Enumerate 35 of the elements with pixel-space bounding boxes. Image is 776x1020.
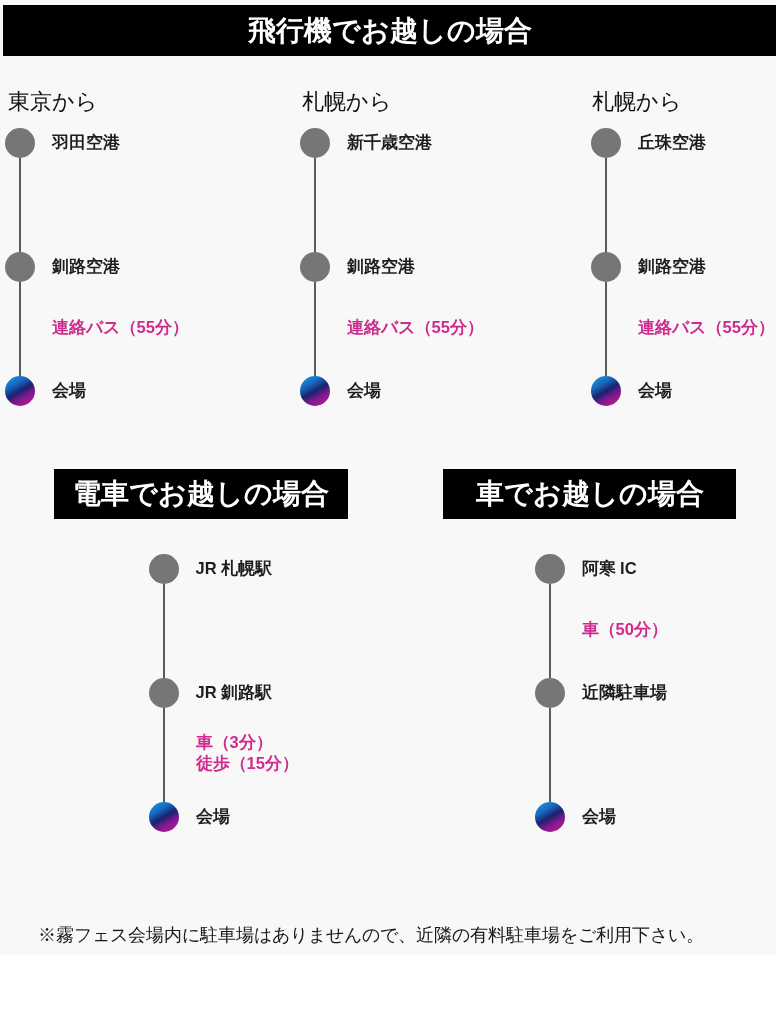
stop-name: 釧路空港 — [637, 257, 706, 277]
connector-line — [314, 281, 316, 377]
section-banner — [3, 5, 776, 56]
connector-line — [19, 281, 21, 377]
footnote: ※霧フェス会場内に駐車場はありませんので、近隣の有料駐車場をご利用下さい。 — [38, 924, 704, 946]
connector-line — [19, 157, 21, 253]
connector-line — [549, 707, 551, 803]
connector-line — [163, 583, 165, 679]
connector-line — [549, 583, 551, 679]
section-heading: 電車でお越しの場合 — [73, 477, 329, 511]
stop-name: 会場 — [581, 807, 616, 827]
stop-name: 釧路空港 — [346, 257, 415, 277]
section-banner — [54, 469, 348, 519]
connector-line — [163, 707, 165, 803]
connector-line — [605, 157, 607, 253]
stop-name: 新千歳空港 — [346, 133, 432, 153]
stop-name: 会場 — [51, 381, 86, 401]
section-heading: 飛行機でお越しの場合 — [247, 13, 532, 48]
origin-heading: 札幌から — [592, 88, 682, 116]
stop-name: JR 札幌駅 — [195, 559, 273, 579]
section-banner — [443, 469, 736, 519]
connector-line — [605, 281, 607, 377]
stop-name: 丘珠空港 — [637, 133, 706, 153]
stop-name: 会場 — [195, 807, 230, 827]
connector-line — [314, 157, 316, 253]
stop-name: 会場 — [346, 381, 381, 401]
stop-name: JR 釧路駅 — [195, 683, 273, 703]
stop-name: 釧路空港 — [51, 257, 120, 277]
section-heading: 車でお越しの場合 — [475, 477, 704, 511]
stop-name: 阿寒 IC — [581, 559, 637, 579]
origin-heading: 札幌から — [302, 88, 392, 116]
stop-name: 近隣駐車場 — [581, 683, 667, 703]
stop-name: 羽田空港 — [51, 133, 120, 153]
stop-name: 会場 — [637, 381, 672, 401]
origin-heading: 東京から — [8, 88, 98, 116]
